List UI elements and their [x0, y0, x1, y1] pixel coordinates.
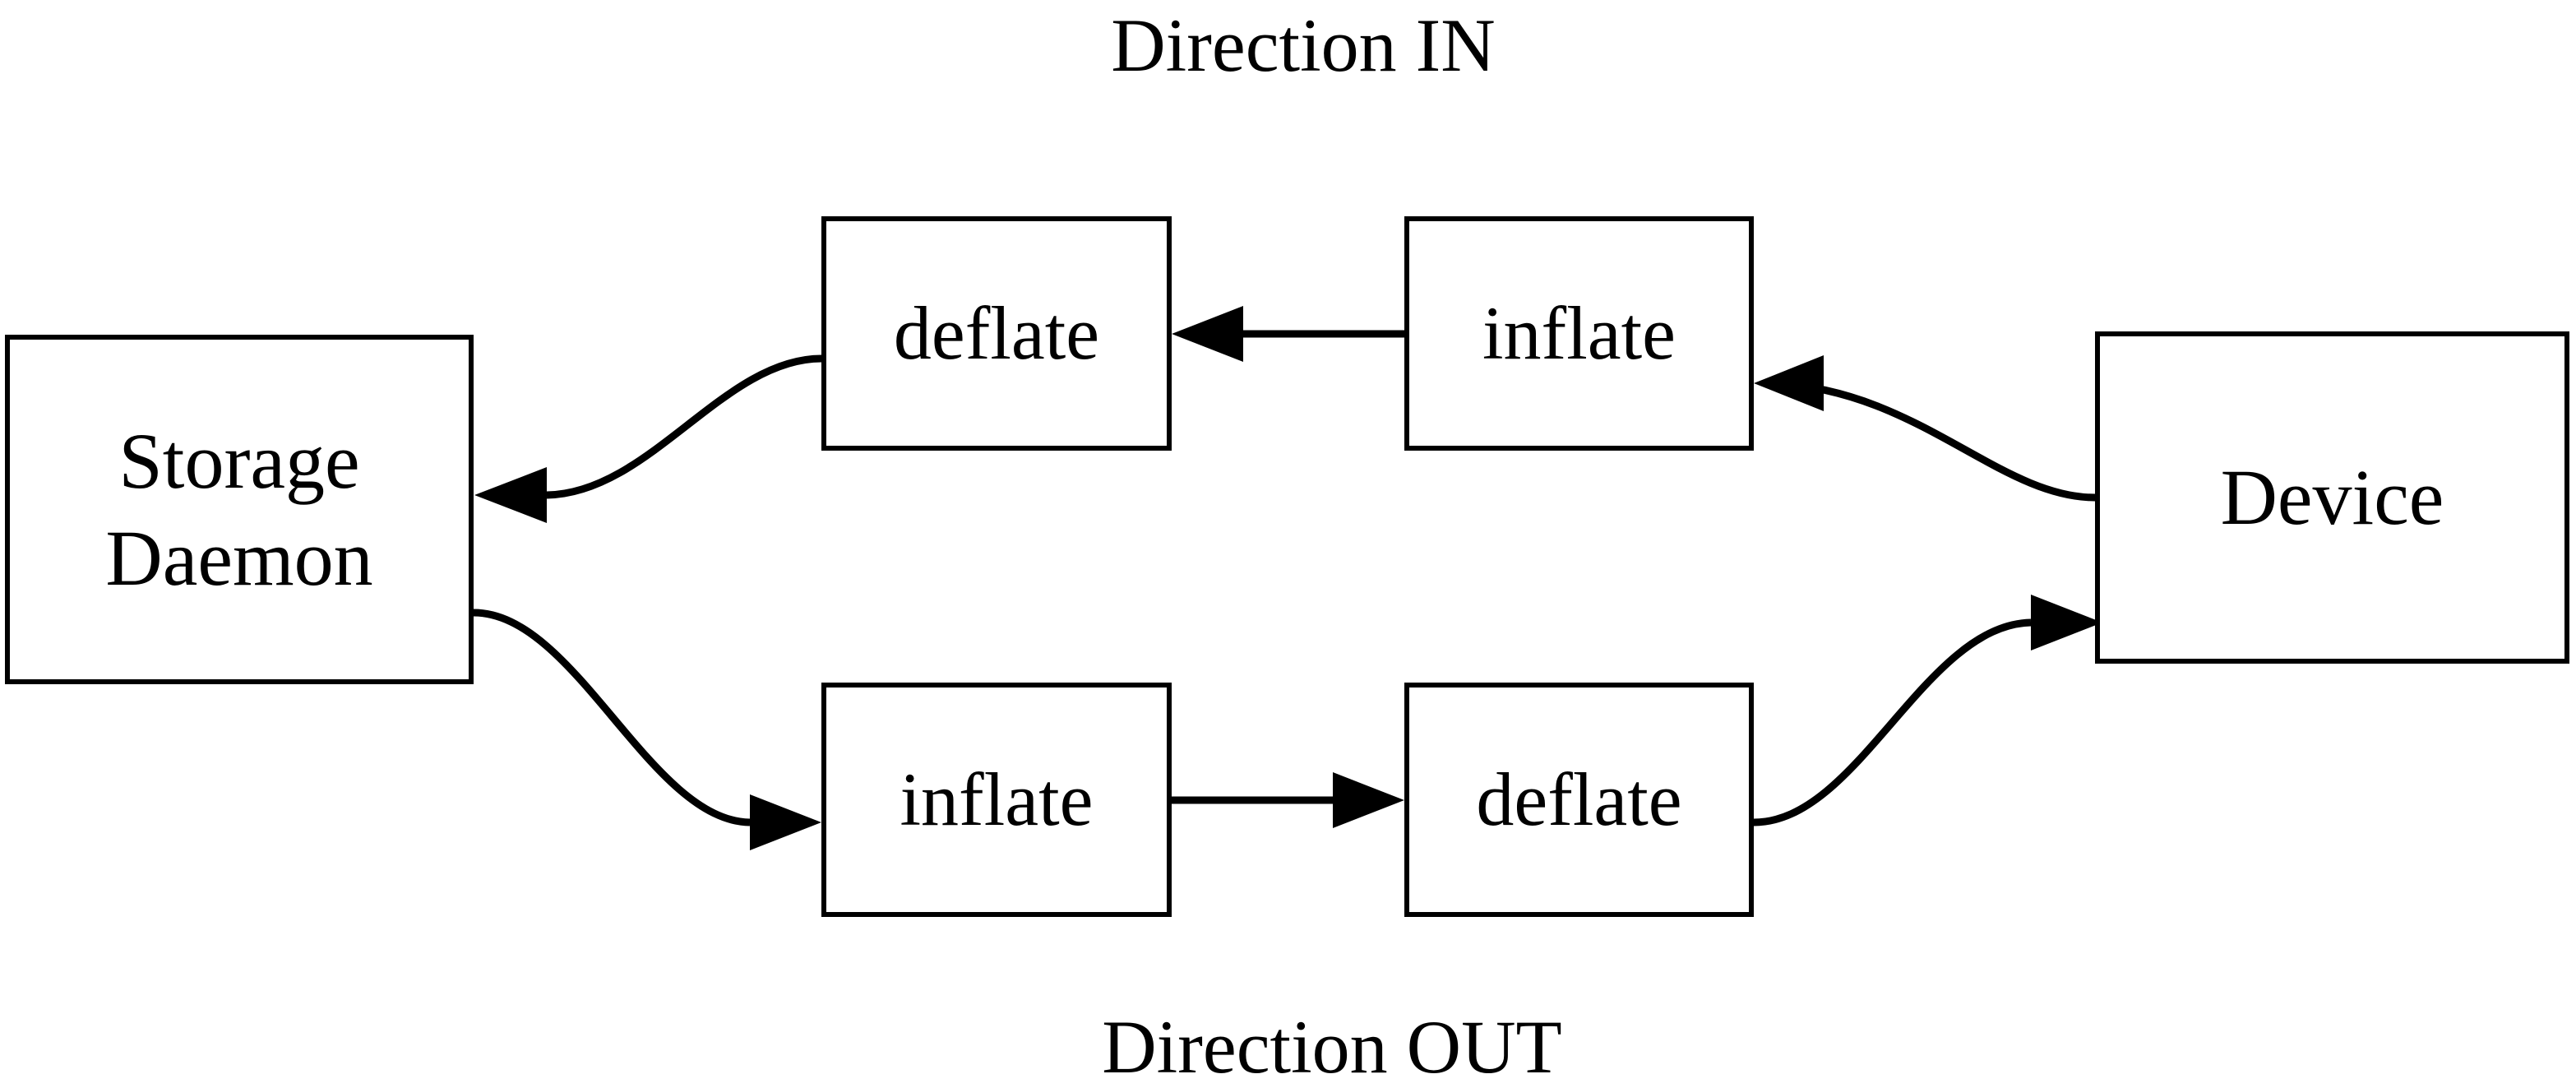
node-inflate-out-label: inflate	[900, 757, 1094, 841]
node-deflate-in[interactable]: deflate	[821, 216, 1172, 451]
node-inflate-in-label: inflate	[1482, 290, 1676, 375]
arrowhead-deflate-in-left	[1172, 306, 1243, 362]
arrowhead-inflate-in-left	[1754, 355, 1824, 411]
node-storage-daemon-label-line1: Storage	[118, 417, 360, 506]
edge-storage-daemon-to-inflate-out	[473, 609, 751, 826]
arrowhead-device-right	[2031, 595, 2102, 650]
edge-deflate-out-to-device	[1753, 618, 2032, 826]
arrowhead-deflate-out-right	[1333, 772, 1404, 828]
arrowhead-storage-daemon-left	[474, 467, 547, 523]
node-deflate-in-label: deflate	[893, 290, 1100, 375]
node-storage-daemon-label-line2: Daemon	[105, 513, 373, 602]
edge-device-to-inflate-in	[1767, 379, 2096, 502]
node-device[interactable]: Device	[2095, 331, 2569, 664]
node-device-label: Device	[2220, 453, 2444, 542]
node-inflate-in[interactable]: inflate	[1404, 216, 1754, 451]
arrowhead-inflate-out-right	[750, 794, 821, 850]
direction-in-caption: Direction IN	[1111, 3, 1496, 87]
node-storage-daemon[interactable]: Storage Daemon	[5, 335, 474, 684]
direction-out-caption: Direction OUT	[1102, 1005, 1562, 1088]
edge-deflate-in-to-storage-daemon	[546, 354, 822, 499]
node-inflate-out[interactable]: inflate	[821, 683, 1172, 917]
node-deflate-out-label: deflate	[1476, 757, 1682, 841]
node-deflate-out[interactable]: deflate	[1404, 683, 1754, 917]
